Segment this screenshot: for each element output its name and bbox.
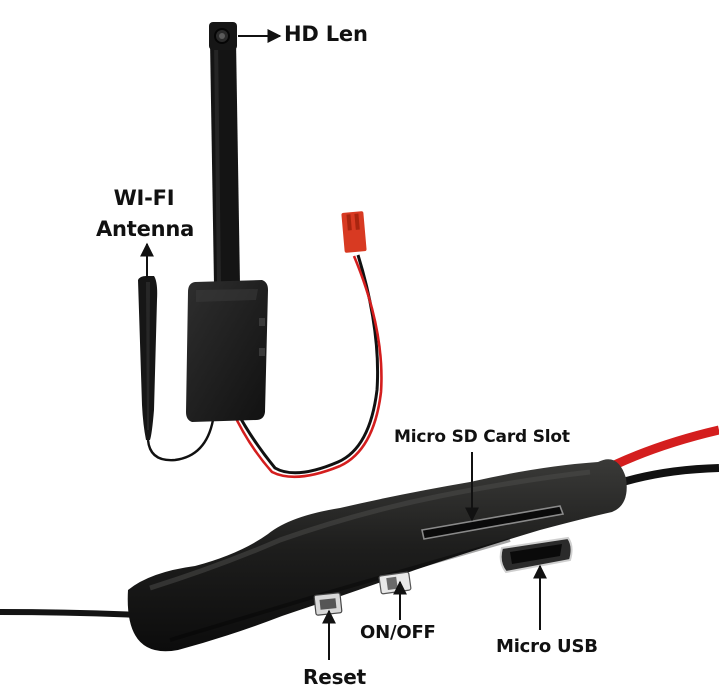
module-body [127,459,627,652]
label-wifi-line2: Antenna [96,217,195,241]
on-off-switch [378,571,412,595]
sd-card-slot [421,505,565,540]
jst-connector [341,211,367,253]
callout-arrows [140,29,547,660]
antenna-icon [138,276,215,462]
lens-ribbon-cable [210,40,240,285]
power-cable-top [230,254,383,479]
label-micro-usb: Micro USB [496,636,598,657]
camera-lens-icon [209,22,237,50]
label-reset: Reset [303,665,366,689]
label-on-off: ON/OFF [360,622,436,643]
label-hd-lens: HD Len [284,22,368,46]
reset-button [313,592,343,616]
label-wifi-line1: WI-FI [113,186,175,210]
micro-usb-port [499,536,573,574]
camera-module-box [186,280,268,422]
label-sd-slot: Micro SD Card Slot [394,427,570,447]
label-wifi-antenna: WI-FI Antenna [96,183,195,245]
